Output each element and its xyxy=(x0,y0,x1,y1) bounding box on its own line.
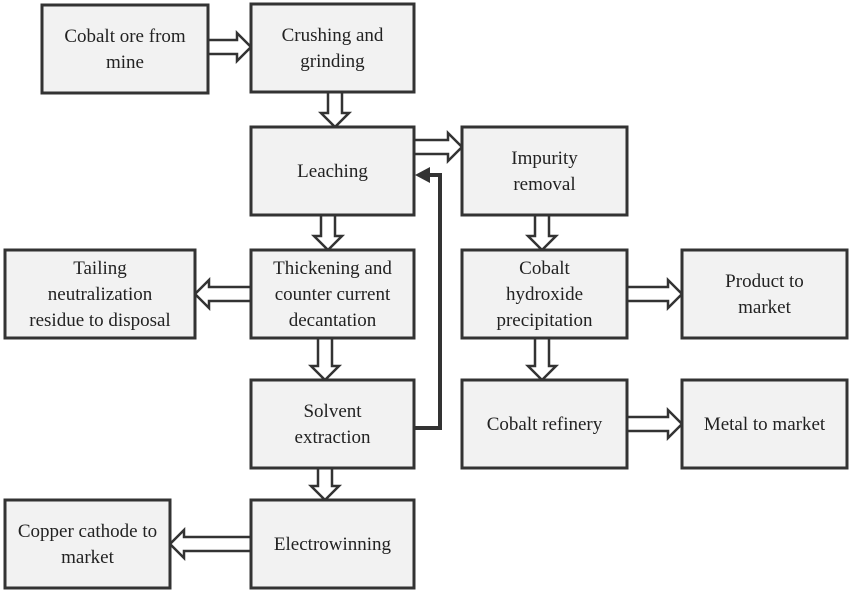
node-impurity: Impurity removal xyxy=(460,125,629,217)
node-label: precipitation xyxy=(496,310,593,331)
node-box xyxy=(680,378,849,470)
node-box xyxy=(680,248,849,340)
node-product: Product to market xyxy=(680,248,849,340)
node-label: market xyxy=(738,297,791,318)
node-label: decantation xyxy=(289,310,377,331)
node-label: Solvent xyxy=(303,401,362,422)
arrow-refinery-to-metal xyxy=(625,406,684,442)
node-label: market xyxy=(61,547,114,568)
node-label: Tailing xyxy=(73,258,127,279)
arrow-impurity-to-hydroxide xyxy=(524,213,560,252)
node-box xyxy=(249,248,416,340)
node-label: Leaching xyxy=(297,161,368,182)
node-label: Crushing and xyxy=(282,25,384,46)
node-leach: Leaching xyxy=(249,125,416,217)
arrow-leach-to-impurity xyxy=(412,129,464,165)
node-electro: Electrowinning xyxy=(249,498,416,590)
node-label: Cobalt ore from xyxy=(64,26,186,47)
node-label: neutralization xyxy=(48,284,153,305)
arrow-ore-to-crush xyxy=(206,29,253,65)
node-box xyxy=(3,248,197,340)
node-box xyxy=(460,248,629,340)
node-label: counter current xyxy=(275,284,391,305)
node-box xyxy=(249,2,416,94)
node-box xyxy=(249,498,416,590)
node-metal: Metal to market xyxy=(680,378,849,470)
node-box xyxy=(460,378,629,470)
node-copper: Copper cathode to market xyxy=(3,498,172,590)
node-solvent: Solvent extraction xyxy=(249,378,416,470)
node-label: Electrowinning xyxy=(274,534,392,555)
node-box xyxy=(40,3,210,95)
node-label: extraction xyxy=(295,427,371,448)
arrow-hydroxide-to-product xyxy=(625,276,684,312)
node-label: Impurity xyxy=(511,148,578,169)
arrow-electro-to-copper xyxy=(168,526,253,562)
node-box xyxy=(249,125,416,217)
node-label: residue to disposal xyxy=(29,310,170,331)
node-label: grinding xyxy=(300,51,365,72)
arrow-hydroxide-to-refinery xyxy=(524,336,560,382)
node-tailing: Tailing neutralization residue to disposal xyxy=(3,248,197,340)
node-label: Thickening and xyxy=(273,258,392,279)
node-box xyxy=(3,498,172,590)
arrow-leach-to-thicken xyxy=(310,213,346,252)
node-crush: Crushing and grinding xyxy=(249,2,416,94)
arrow-crush-to-leach xyxy=(317,90,353,129)
node-box xyxy=(460,125,629,217)
node-label: hydroxide xyxy=(506,284,583,305)
node-label: Metal to market xyxy=(704,414,826,435)
node-refinery: Cobalt refinery xyxy=(460,378,629,470)
node-hydroxide: Cobalt hydroxide precipitation xyxy=(460,248,629,340)
node-label: mine xyxy=(106,52,144,73)
arrow-thicken-to-solvent xyxy=(307,336,343,382)
node-label: removal xyxy=(513,174,575,195)
node-label: Cobalt xyxy=(519,258,570,279)
node-label: Copper cathode to xyxy=(18,521,157,542)
node-label: Cobalt refinery xyxy=(487,414,603,435)
node-label: Product to xyxy=(725,271,804,292)
node-ore: Cobalt ore from mine xyxy=(40,3,210,95)
node-box xyxy=(249,378,416,470)
node-thicken: Thickening and counter current decantation xyxy=(249,248,416,340)
arrow-solvent-to-leach xyxy=(414,167,442,430)
arrow-solvent-to-electro xyxy=(307,466,343,502)
arrow-thicken-to-tailing xyxy=(193,276,253,312)
